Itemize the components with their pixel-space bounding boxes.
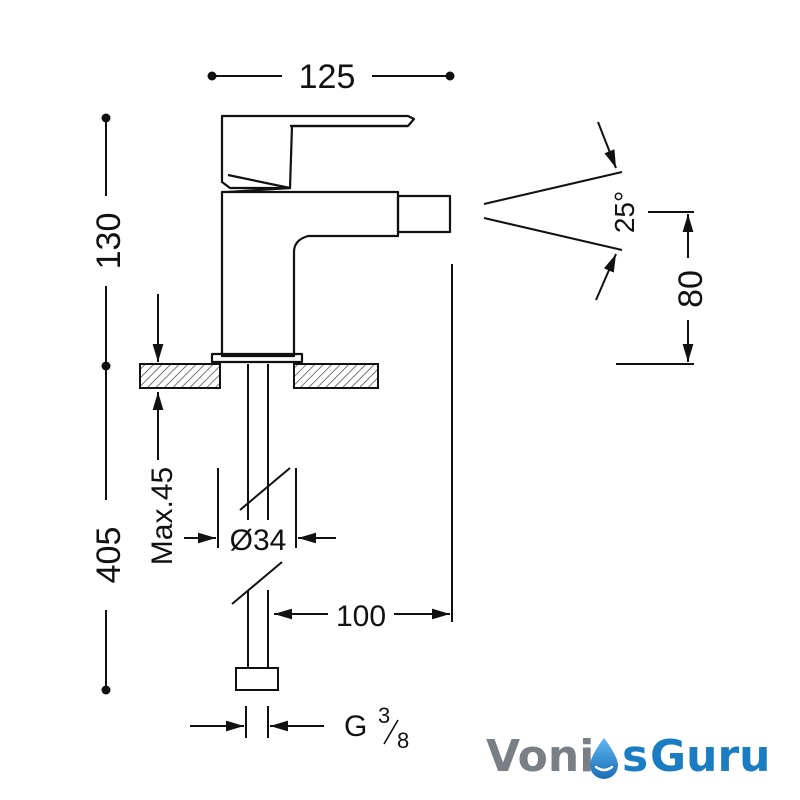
dim-label-thread-den: 8: [397, 728, 409, 753]
faucet-body: [210, 114, 452, 364]
water-drop-icon: [590, 738, 618, 779]
dim-label-height-total: 405: [90, 527, 128, 584]
dim-spout-height: [616, 211, 694, 365]
dim-label-hole-diameter: Ø34: [230, 524, 287, 557]
dim-label-spray-angle: 25°: [609, 191, 640, 233]
pipe-connector: [235, 667, 279, 691]
dim-label-width: 125: [299, 58, 356, 96]
dim-spout-reach: [274, 264, 453, 622]
dim-label-spout-reach: 100: [336, 600, 386, 633]
logo-text-s: s: [622, 731, 648, 782]
mixer-body: [220, 190, 400, 358]
voniosguru-logo: Voni s Guru: [486, 731, 770, 782]
supply-pipe: [231, 364, 291, 691]
dim-label-thread-prefix: G: [344, 710, 367, 743]
base-flange: [210, 352, 304, 364]
spout-nozzle: [396, 194, 452, 234]
dim-width-top: 125: [207, 58, 455, 96]
logo-text-voni: Voni: [486, 731, 594, 782]
dim-label-max-thickness: Max.45: [146, 467, 179, 565]
dim-spray-angle: [483, 121, 623, 301]
dim-thread: [190, 706, 324, 738]
dim-label-height-upper: 130: [90, 213, 128, 270]
dim-heights-left: [101, 113, 111, 695]
dim-label-spout-height: 80: [672, 270, 710, 308]
dim-hole-diameter: [184, 468, 336, 548]
logo-text-guru: Guru: [650, 731, 770, 782]
dim-label-thread-num: 3: [378, 703, 390, 728]
countertop: [139, 363, 379, 389]
